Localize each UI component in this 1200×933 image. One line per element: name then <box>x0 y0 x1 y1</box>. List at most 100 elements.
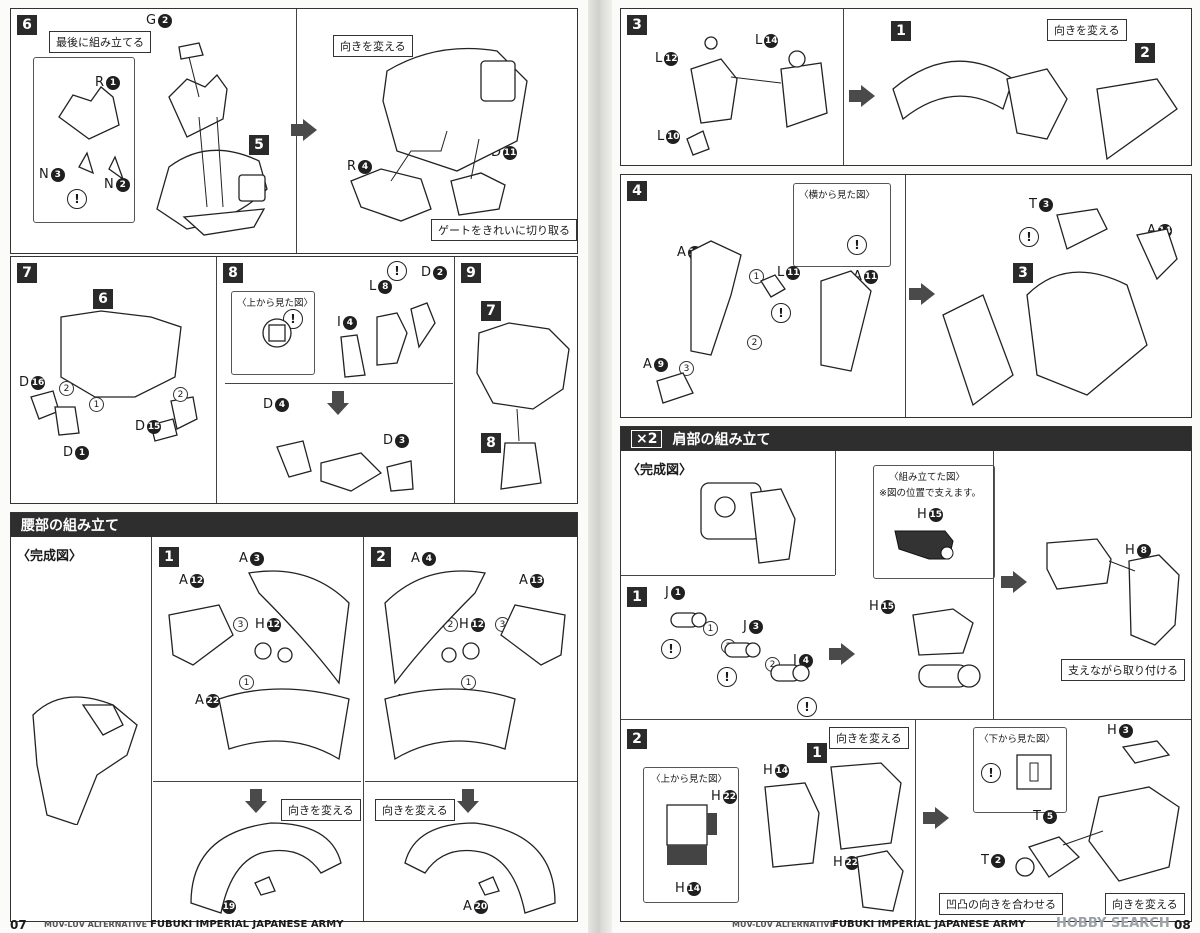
part-drawing-shoulder2-final <box>1015 740 1180 882</box>
subassembly-number: 8 <box>481 433 501 453</box>
subassembly-number: 5 <box>249 135 269 155</box>
order-1: 1 <box>89 397 104 412</box>
panel-waist: 腰部の組み立て 〈完成図〉 1 A3 A12 H12 A22 3 2 1 <box>10 512 578 922</box>
section-title-text: 肩部の組み立て <box>672 432 771 448</box>
part-drawing-shoulder-attach <box>1046 538 1180 646</box>
rotate-label-2: 向きを変える <box>1105 893 1185 915</box>
page-number: 07 <box>10 918 27 932</box>
complete-view-caption: 〈完成図〉 <box>17 549 83 564</box>
order-1: 1 <box>239 675 254 690</box>
subassembly-number: 3 <box>1013 263 1033 283</box>
book-gutter <box>588 0 612 933</box>
order-1: 1 <box>703 621 718 636</box>
order-2: 2 <box>59 381 74 396</box>
order-1: 1 <box>749 269 764 284</box>
step-number: 1 <box>159 547 179 567</box>
series-logo: MUV-LUV ALTERNATIVE <box>44 920 148 929</box>
part-drawing-joints <box>670 612 810 682</box>
subassembly-number: 7 <box>481 301 501 321</box>
order-2: 2 <box>173 387 188 402</box>
order-1: 1 <box>461 675 476 690</box>
part-drawing-waist-rotated2 <box>404 822 556 914</box>
rotate-label: 向きを変える <box>375 799 455 821</box>
part-drawing-bottom-view <box>1016 754 1052 790</box>
bump-align-label: 凹凸の向きを合わせる <box>939 893 1063 915</box>
step-number: 1 <box>627 587 647 607</box>
kit-title: FUBUKI IMPERIAL JAPANESE ARMY <box>150 919 344 930</box>
caution-icon: ! <box>981 763 1001 783</box>
next-arrow <box>1001 571 1027 593</box>
step-number: 9 <box>461 263 481 283</box>
part-drawing-step8 <box>262 302 436 492</box>
kit-title: FUBUKI IMPERIAL JAPANESE ARMY <box>832 919 1026 930</box>
part-drawing-step4-assembly <box>942 208 1178 407</box>
part-drawing-waist-rotated1 <box>190 822 342 914</box>
top-view-caption: 〈上から見た図〉 <box>237 298 314 309</box>
caution-icon: ! <box>717 667 737 687</box>
watermark: HOBBY SEARCH <box>1056 916 1170 931</box>
caution-icon: ! <box>771 303 791 323</box>
subassembly-number: 6 <box>93 289 113 309</box>
caution-icon: ! <box>1019 227 1039 247</box>
part-drawing-step9 <box>476 322 570 490</box>
part-drawing-h15 <box>912 608 981 688</box>
next-arrow <box>923 807 949 829</box>
caution-icon: ! <box>797 697 817 717</box>
subassembly-number: 2 <box>1135 43 1155 63</box>
order-2: 2 <box>747 335 762 350</box>
support-note: ※図の位置で支えます。 <box>879 488 982 499</box>
rotate-label: 向きを変える <box>1047 19 1127 41</box>
series-logo: MUV-LUV ALTERNATIVE <box>732 920 836 929</box>
step-number: 2 <box>371 547 391 567</box>
part-drawing-top-view <box>666 804 717 865</box>
part-drawing-chest-rotated <box>350 47 528 222</box>
part-drawing-waist-step1 <box>168 570 350 761</box>
subassembly-number: 1 <box>807 743 827 763</box>
part-drawing-step3-assembly <box>892 60 1178 161</box>
part-drawing-waist-complete <box>32 696 138 825</box>
side-view-box <box>793 183 891 267</box>
next-arrow <box>829 643 855 665</box>
top-view-box <box>231 291 315 375</box>
part-drawing-chest <box>58 42 268 236</box>
caution-icon: ! <box>387 261 407 281</box>
step-number: 6 <box>17 15 37 35</box>
next-arrow <box>849 85 875 107</box>
step-number: 7 <box>17 263 37 283</box>
down-arrow <box>327 391 349 415</box>
panel-step-4: 4 〈横から見た図〉 ! A10 L11 A11 A9 ! 1 2 3 T3 A… <box>620 174 1192 418</box>
top-view-caption: 〈上から見た図〉 <box>651 774 728 785</box>
part-drawing-shoulder-complete <box>700 482 796 564</box>
